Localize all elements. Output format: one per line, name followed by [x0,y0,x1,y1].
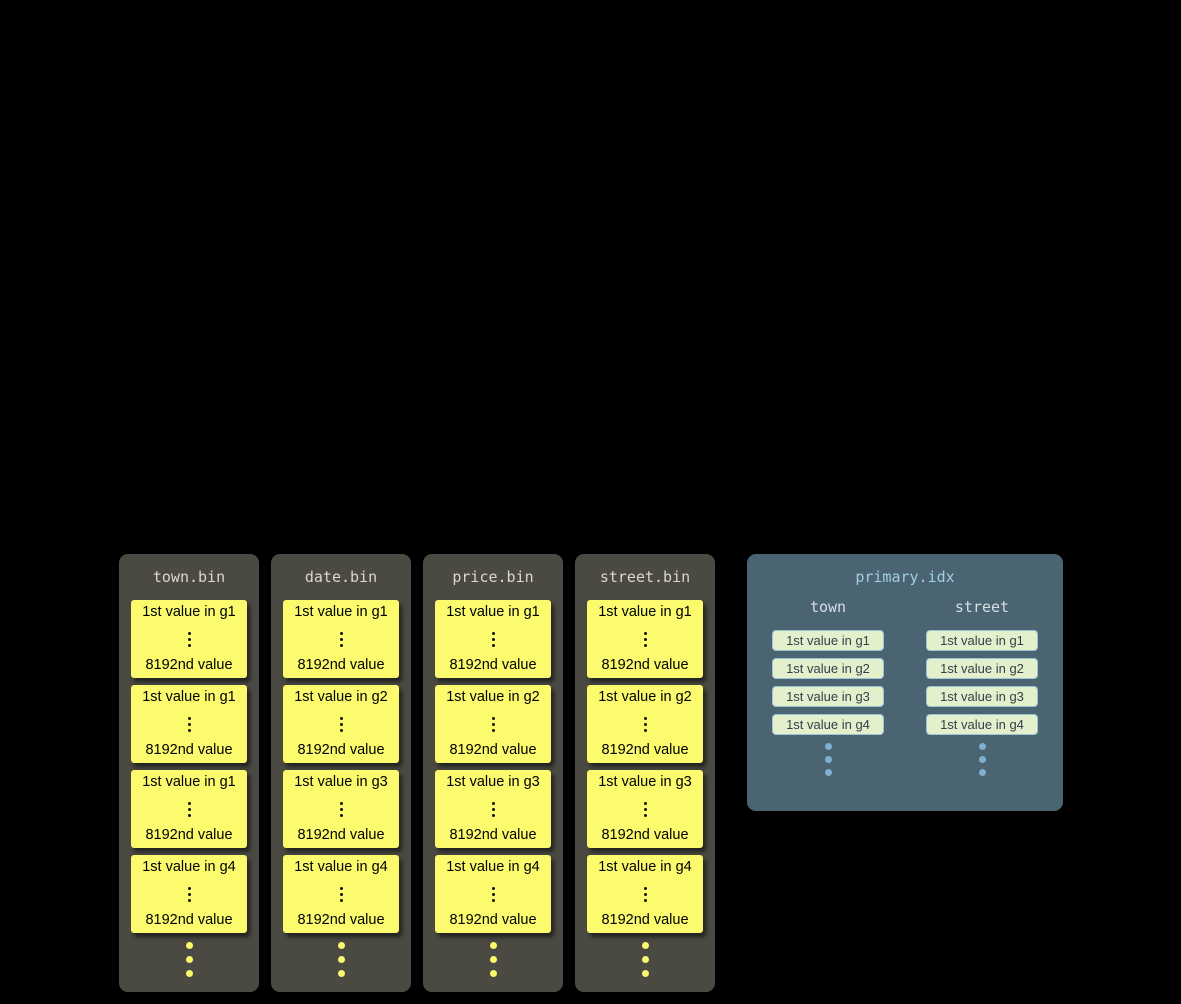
granule-card: 1st value in g3 8192nd value [283,770,399,848]
index-entry: 1st value in g2 [772,658,884,679]
granule-card-list: 1st value in g1 8192nd value 1st value i… [423,600,563,933]
granule-first-value: 1st value in g1 [294,604,388,620]
granule-card: 1st value in g4 8192nd value [435,855,551,933]
index-entry: 1st value in g3 [926,686,1038,707]
granule-card: 1st value in g4 8192nd value [131,855,247,933]
granule-card-list: 1st value in g1 8192nd value 1st value i… [575,600,715,933]
vertical-ellipsis-icon [491,716,495,732]
bin-file-price: price.bin 1st value in g1 8192nd value 1… [423,554,563,992]
vertical-ellipsis-icon [187,716,191,732]
bin-file-street: street.bin 1st value in g1 8192nd value … [575,554,715,992]
granule-first-value: 1st value in g1 [446,604,540,620]
granule-first-value: 1st value in g2 [294,689,388,705]
granule-last-value: 8192nd value [297,912,385,929]
granule-card: 1st value in g4 8192nd value [587,855,703,933]
granule-first-value: 1st value in g1 [598,604,692,620]
vertical-ellipsis-icon [491,801,495,817]
vertical-ellipsis-icon [643,801,647,817]
granule-card: 1st value in g2 8192nd value [435,685,551,763]
granule-last-value: 8192nd value [601,657,689,674]
granule-last-value: 8192nd value [145,657,233,674]
granule-first-value: 1st value in g4 [598,859,692,875]
granule-last-value: 8192nd value [297,742,385,759]
primary-index-file: primary.idx town 1st value in g1 1st val… [747,554,1063,811]
granule-last-value: 8192nd value [601,827,689,844]
granule-card-list: 1st value in g1 8192nd value 1st value i… [119,600,259,933]
granule-last-value: 8192nd value [145,742,233,759]
granule-last-value: 8192nd value [449,827,537,844]
index-column-header: town [809,598,847,616]
granule-last-value: 8192nd value [297,657,385,674]
granule-first-value: 1st value in g2 [446,689,540,705]
more-entries-ellipsis-icon [926,743,1038,776]
vertical-ellipsis-icon [339,716,343,732]
granule-first-value: 1st value in g1 [142,774,236,790]
more-granules-ellipsis-icon [271,942,411,977]
index-entry: 1st value in g4 [772,714,884,735]
granule-last-value: 8192nd value [449,657,537,674]
granule-first-value: 1st value in g4 [294,859,388,875]
more-granules-ellipsis-icon [119,942,259,977]
more-granules-ellipsis-icon [575,942,715,977]
bin-file-title: street.bin [599,568,691,586]
granule-last-value: 8192nd value [449,742,537,759]
bin-file-town: town.bin 1st value in g1 8192nd value 1s… [119,554,259,992]
granule-card: 1st value in g1 8192nd value [435,600,551,678]
index-column-header: street [954,598,1010,616]
granule-first-value: 1st value in g1 [142,689,236,705]
granule-card: 1st value in g2 8192nd value [587,685,703,763]
index-entry: 1st value in g4 [926,714,1038,735]
granule-card: 1st value in g2 8192nd value [283,685,399,763]
index-column-street: street 1st value in g1 1st value in g2 1… [926,598,1038,776]
granule-card: 1st value in g1 8192nd value [131,600,247,678]
index-entry: 1st value in g1 [926,630,1038,651]
vertical-ellipsis-icon [187,886,191,902]
vertical-ellipsis-icon [643,631,647,647]
index-column-town: town 1st value in g1 1st value in g2 1st… [772,598,884,776]
granule-card: 1st value in g1 8192nd value [283,600,399,678]
granule-first-value: 1st value in g4 [142,859,236,875]
granule-first-value: 1st value in g3 [446,774,540,790]
granule-card: 1st value in g3 8192nd value [587,770,703,848]
granule-first-value: 1st value in g3 [598,774,692,790]
granule-last-value: 8192nd value [601,742,689,759]
index-entry: 1st value in g3 [772,686,884,707]
index-columns: town 1st value in g1 1st value in g2 1st… [747,598,1063,776]
vertical-ellipsis-icon [643,886,647,902]
index-entry: 1st value in g1 [772,630,884,651]
vertical-ellipsis-icon [339,631,343,647]
bin-file-title: town.bin [152,568,226,586]
bin-file-title: date.bin [304,568,378,586]
granule-card-list: 1st value in g1 8192nd value 1st value i… [271,600,411,933]
vertical-ellipsis-icon [491,631,495,647]
granule-first-value: 1st value in g3 [294,774,388,790]
granule-first-value: 1st value in g2 [598,689,692,705]
bin-file-title: price.bin [452,568,534,586]
vertical-ellipsis-icon [643,716,647,732]
granule-first-value: 1st value in g1 [142,604,236,620]
granule-last-value: 8192nd value [145,827,233,844]
vertical-ellipsis-icon [491,886,495,902]
vertical-ellipsis-icon [339,801,343,817]
index-entry: 1st value in g2 [926,658,1038,679]
granule-last-value: 8192nd value [145,912,233,929]
granule-card: 1st value in g4 8192nd value [283,855,399,933]
granule-card: 1st value in g3 8192nd value [435,770,551,848]
more-entries-ellipsis-icon [772,743,884,776]
granule-first-value: 1st value in g4 [446,859,540,875]
index-file-title: primary.idx [855,568,955,586]
more-granules-ellipsis-icon [423,942,563,977]
granule-last-value: 8192nd value [297,827,385,844]
granule-card: 1st value in g1 8192nd value [131,685,247,763]
granule-card: 1st value in g1 8192nd value [587,600,703,678]
granule-last-value: 8192nd value [449,912,537,929]
vertical-ellipsis-icon [187,631,191,647]
vertical-ellipsis-icon [187,801,191,817]
granule-last-value: 8192nd value [601,912,689,929]
granule-card: 1st value in g1 8192nd value [131,770,247,848]
bin-file-date: date.bin 1st value in g1 8192nd value 1s… [271,554,411,992]
vertical-ellipsis-icon [339,886,343,902]
